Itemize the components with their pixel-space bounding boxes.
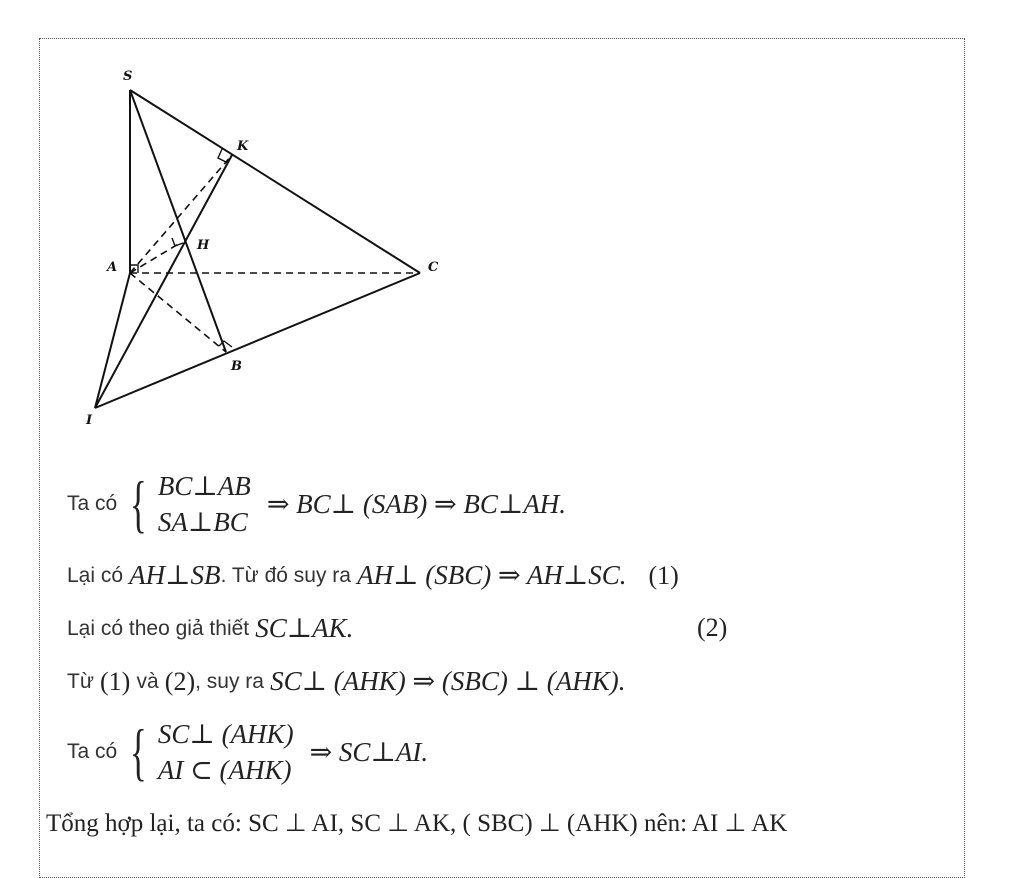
edge-SC [129,89,421,274]
line-5-sys-1: SC⊥ (AHK) [157,719,294,749]
line-3-math: SC⊥AK. [255,613,354,643]
line-3-tag: (2) [697,613,728,642]
line-2: Lại có AH⊥SB . Từ đó suy ra AH⊥ (SBC) ⇒ … [67,560,679,591]
edge-IK [94,154,233,409]
line-2-math-2: AH⊥ (SBC) ⇒ AH⊥SC. [357,560,627,590]
edge-AH [129,242,181,274]
line-3: Lại có theo giả thiết SC⊥AK. [67,613,353,644]
line-5-rest: ⇒ SC⊥AI. [309,736,429,767]
conclusion-line: Tổng hợp lại, ta có: SC ⊥ AI, SC ⊥ AK, (… [46,810,788,837]
label-H: H [196,238,210,253]
line-2-text-1: Lại có [67,563,124,587]
edge-IC [94,272,421,409]
edge-AB [129,272,227,353]
line-1-brace: { [130,468,148,539]
line-4-text-2: và [136,669,159,693]
right-angle-K [217,148,229,164]
right-angle-H [171,237,184,247]
line-4-ref-2: (2) [164,666,196,696]
line-4: Từ (1) và (2) , suy ra SC⊥ (AHK) ⇒ (SBC)… [67,666,625,697]
line-1-sys-2: SA⊥BC [157,507,248,537]
geometry-figure: S K H A C B I [85,69,439,428]
line-1-rest: ⇒ BC⊥ (SAB) ⇒ BC⊥AH. [266,488,567,519]
line-1-prefix: Ta có [67,492,118,515]
line-2-tag: (1) [648,560,679,590]
line-5: Ta có { SC⊥ (AHK) AI ⊂ (AHK) ⇒ SC⊥AI. [67,716,428,788]
right-angle-B [218,340,233,348]
edge-AK [129,154,233,274]
line-4-text-1: Từ [67,669,94,693]
line-5-brace: { [130,716,148,787]
label-B: B [230,359,242,374]
line-5-sys-2: AI ⊂ (AHK) [157,755,292,785]
line-2-text-2: . Từ đó suy ra [220,563,351,587]
label-K: K [236,139,249,154]
label-C: C [428,260,439,275]
line-4-math: SC⊥ (AHK) ⇒ (SBC) ⊥ (AHK). [270,666,626,696]
line-4-ref-1: (1) [100,666,131,696]
line-3-text: Lại có theo giả thiết [67,616,250,640]
line-5-system: SC⊥ (AHK) AI ⊂ (AHK) [158,716,294,788]
label-A: A [105,260,117,275]
line-5-prefix: Ta có [67,740,118,763]
line-2-math-1: AH⊥SB [129,560,221,590]
line-1-system: BC⊥AB SA⊥BC [158,468,251,540]
line-1-sys-1: BC⊥AB [157,471,251,501]
line-1: Ta có { BC⊥AB SA⊥BC ⇒ BC⊥ (SAB) ⇒ BC⊥AH. [67,468,566,540]
edge-SB [129,89,227,353]
edge-IA [94,272,131,409]
label-S: S [123,69,132,84]
right-angle-A [130,264,139,273]
line-4-text-3: , suy ra [195,669,264,693]
label-I: I [85,413,93,428]
